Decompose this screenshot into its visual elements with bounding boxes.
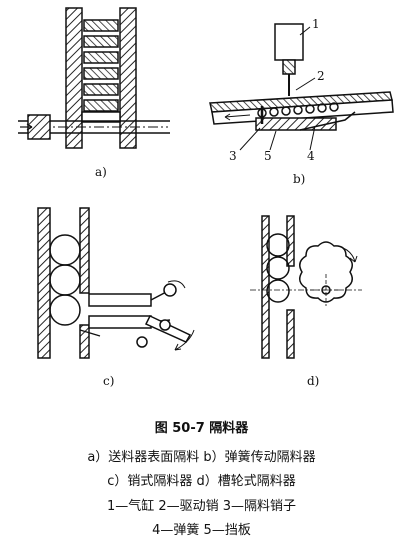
label-d: d)	[307, 374, 319, 388]
part-number-5: 5	[264, 149, 272, 163]
caption-line-2: c）销式隔料器 d）槽轮式隔料器	[107, 474, 296, 489]
part-number-4: 4	[307, 149, 315, 163]
c-right-wall-lower	[79, 324, 90, 359]
c-pin-upper	[88, 293, 152, 307]
d-left-wall	[261, 215, 270, 359]
d-sheave-wheel	[299, 241, 353, 303]
label-c: c)	[103, 374, 114, 388]
c-pivot-lower	[136, 336, 148, 348]
a-left-wall	[65, 7, 83, 149]
a-bottom-part	[81, 111, 121, 123]
label-a: a)	[95, 165, 107, 179]
b-cylinder-rod	[282, 59, 296, 75]
caption-line-1: a）送料器表面隔料 b）弹簧传动隔料器	[87, 450, 316, 465]
c-right-wall-upper	[79, 207, 90, 294]
d-right-wall-upper	[286, 215, 295, 267]
b-cylinder	[274, 23, 304, 61]
c-balls	[49, 234, 81, 326]
d-right-wall-lower	[286, 309, 295, 359]
part-number-2: 2	[317, 69, 325, 83]
d-balls	[266, 233, 290, 303]
a-stacked-parts	[83, 19, 119, 112]
c-pivot-upper	[163, 283, 177, 297]
diagram-c	[37, 207, 195, 359]
diagram-d	[250, 215, 362, 359]
caption-line-3: 1—气缸 2—驱动销 3—隔料销子	[106, 499, 297, 514]
a-right-wall	[119, 7, 137, 149]
d-rotation-arrow	[337, 245, 356, 263]
caption-line-4: 4—弹簧 5—挡板	[152, 523, 251, 538]
part-number-3: 3	[229, 149, 237, 163]
c-pin-lower	[88, 315, 152, 329]
c-left-wall	[37, 207, 51, 359]
label-b: b)	[293, 172, 305, 186]
diagram-a	[18, 7, 170, 149]
b-parts-row	[257, 102, 339, 118]
part-number-1: 1	[312, 17, 320, 31]
diagram-b	[209, 23, 394, 151]
figure-title: 图 50-7 隔料器	[154, 421, 249, 436]
